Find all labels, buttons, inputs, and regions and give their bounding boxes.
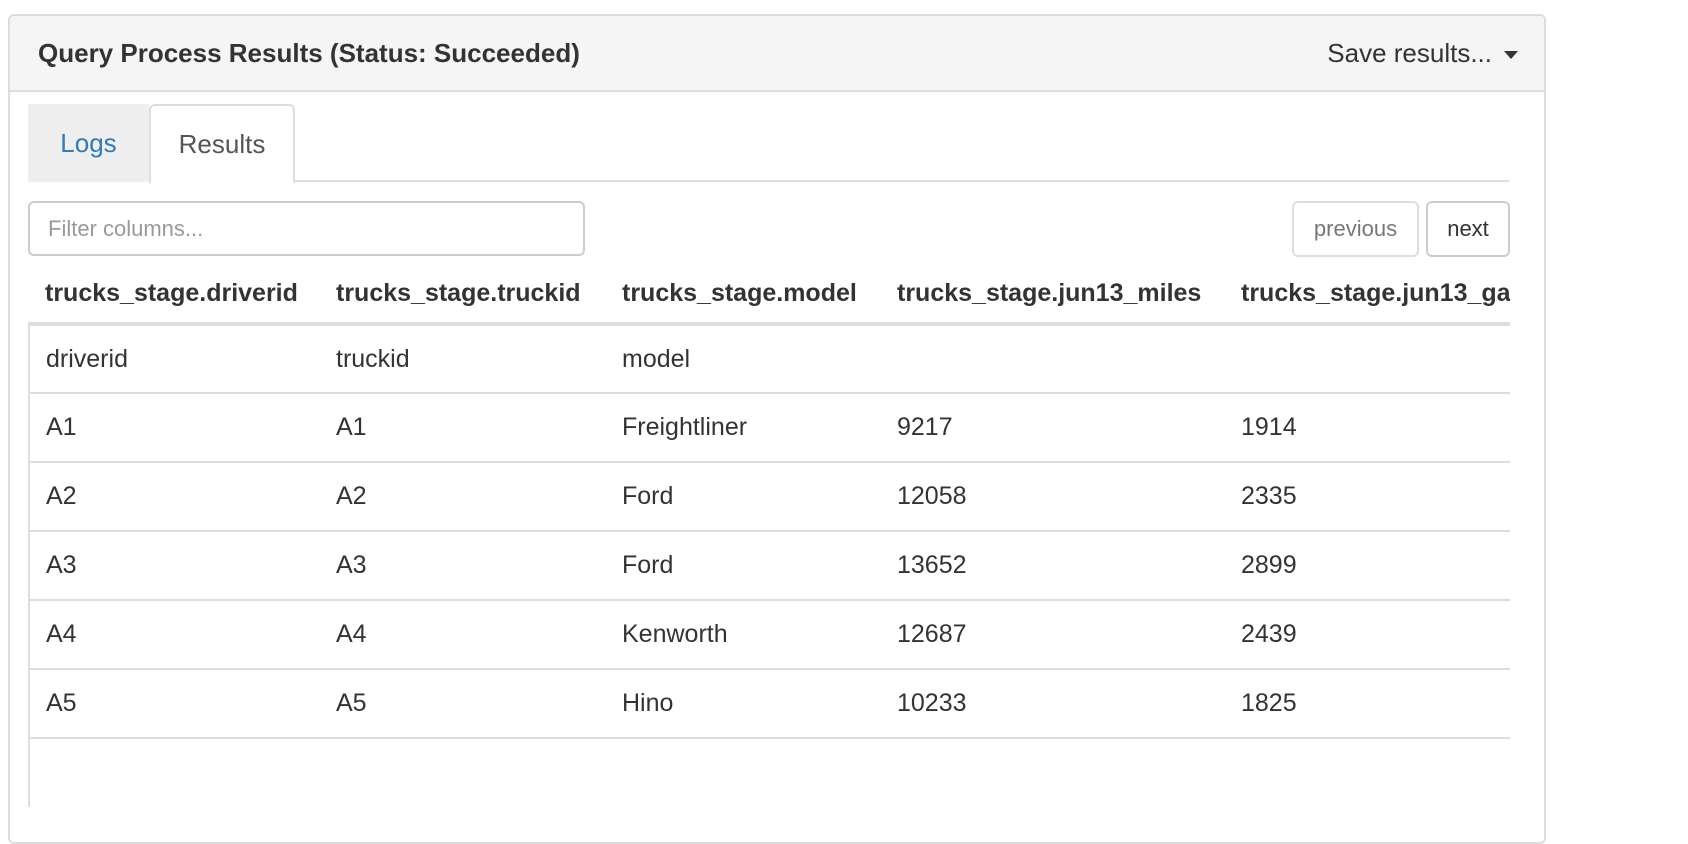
panel-heading: Query Process Results (Status: Succeeded… xyxy=(10,16,1544,92)
table-cell: A4 xyxy=(320,599,606,669)
table-cell: 1914 xyxy=(1225,392,1510,462)
results-table: trucks_stage.driverid trucks_stage.truck… xyxy=(28,264,1510,807)
table-cell: A2 xyxy=(28,461,320,531)
table-cell: 2899 xyxy=(1225,530,1510,600)
panel-title: Query Process Results (Status: Succeeded… xyxy=(38,38,580,68)
table-cell: 12687 xyxy=(881,599,1225,669)
tab-results[interactable]: Results xyxy=(149,104,295,184)
table-cell: Ford xyxy=(606,530,881,600)
table-cell: A1 xyxy=(28,392,320,462)
table-cell: Hino xyxy=(606,668,881,738)
next-button[interactable]: next xyxy=(1426,201,1510,257)
table-cell xyxy=(881,737,1225,807)
table-cell: 2439 xyxy=(1225,599,1510,669)
table-cell: 2335 xyxy=(1225,461,1510,531)
table-row: A1 A1 Freightliner 9217 1914 xyxy=(28,392,1510,462)
table-cell: 13652 xyxy=(881,530,1225,600)
previous-button[interactable]: previous xyxy=(1292,201,1419,257)
table-row: A4 A4 Kenworth 12687 2439 xyxy=(28,599,1510,669)
result-tabs: Logs Results xyxy=(28,104,1509,184)
table-cell: A2 xyxy=(320,461,606,531)
table-row: A3 A3 Ford 13652 2899 xyxy=(28,530,1510,600)
table-cell: A5 xyxy=(28,668,320,738)
table-cell: Kenworth xyxy=(606,599,881,669)
table-header-row: trucks_stage.driverid trucks_stage.truck… xyxy=(29,264,1510,326)
column-header[interactable]: trucks_stage.driverid xyxy=(29,264,320,326)
table-cell: driverid xyxy=(28,323,320,393)
table-cell xyxy=(1225,323,1510,393)
table-cell: A3 xyxy=(320,530,606,600)
table-cell xyxy=(320,737,606,807)
table-cell: 12058 xyxy=(881,461,1225,531)
table-cell: truckid xyxy=(320,323,606,393)
table-cell xyxy=(881,323,1225,393)
table-cell: 1825 xyxy=(1225,668,1510,738)
table-cell xyxy=(28,737,320,807)
table-cell xyxy=(1225,737,1510,807)
table-row: driverid truckid model xyxy=(28,323,1510,393)
table-row: A2 A2 Ford 12058 2335 xyxy=(28,461,1510,531)
table-row xyxy=(28,737,1510,807)
save-results-label: Save results... xyxy=(1327,38,1492,68)
filter-columns-input[interactable] xyxy=(28,201,585,256)
table-cell: Ford xyxy=(606,461,881,531)
results-table-container[interactable]: trucks_stage.driverid trucks_stage.truck… xyxy=(28,264,1510,824)
caret-down-icon xyxy=(1504,50,1518,59)
column-header[interactable]: trucks_stage.truckid xyxy=(320,264,606,326)
column-header[interactable]: trucks_stage.jun13_ga xyxy=(1225,264,1510,326)
table-cell xyxy=(606,737,881,807)
table-cell: 9217 xyxy=(881,392,1225,462)
column-header[interactable]: trucks_stage.model xyxy=(606,264,881,326)
save-results-dropdown[interactable]: Save results... xyxy=(1327,38,1518,69)
tab-logs[interactable]: Logs xyxy=(28,104,149,182)
column-header[interactable]: trucks_stage.jun13_miles xyxy=(881,264,1225,326)
table-cell: A3 xyxy=(28,530,320,600)
table-cell: A5 xyxy=(320,668,606,738)
table-cell: model xyxy=(606,323,881,393)
table-cell: A1 xyxy=(320,392,606,462)
table-row: A5 A5 Hino 10233 1825 xyxy=(28,668,1510,738)
table-cell: A4 xyxy=(28,599,320,669)
table-cell: Freightliner xyxy=(606,392,881,462)
table-cell: 10233 xyxy=(881,668,1225,738)
